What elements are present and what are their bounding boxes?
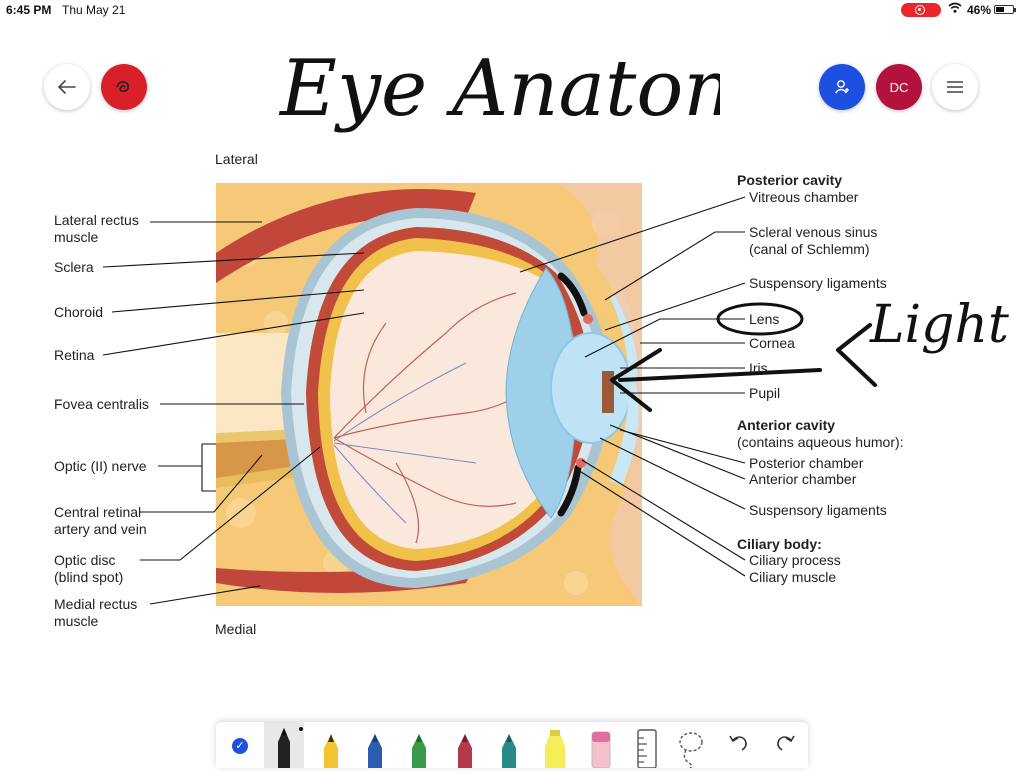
lasso-icon [679, 732, 703, 769]
user-avatar-button[interactable]: DC [876, 64, 922, 110]
pen-blue-icon [368, 734, 382, 768]
page-title-text: Eye Anatomy [278, 44, 720, 134]
label-suspensory-ligaments-upper: Suspensory ligaments [749, 275, 887, 291]
label-vitreous-chamber: Vitreous chamber [749, 189, 859, 205]
pen-red-tool[interactable] [450, 722, 480, 768]
checkmark-icon[interactable]: ✓ [232, 738, 248, 754]
label-ciliary-body: Ciliary body: [737, 536, 822, 552]
redo-icon [777, 735, 795, 751]
label-lateral-rectus: Lateral rectus muscle [54, 212, 139, 245]
label-suspensory-ligaments-lower: Suspensory ligaments [749, 502, 887, 518]
label-anterior-cavity: Anterior cavity [737, 417, 836, 433]
highlighter-yellow-tool[interactable] [540, 722, 570, 768]
label-central-retinal-vessels: Central retinal artery and vein [54, 504, 147, 537]
arrow-left-icon [58, 80, 76, 94]
add-user-icon [834, 80, 849, 94]
label-posterior-cavity: Posterior cavity [737, 172, 843, 188]
lens-circle-annotation [716, 302, 804, 336]
pen-blue-tool[interactable] [360, 722, 390, 768]
lasso-tool[interactable] [676, 722, 706, 769]
orientation-medial: Medial [215, 621, 257, 637]
menu-button[interactable] [932, 64, 978, 110]
label-ciliary-muscle: Ciliary muscle [749, 569, 837, 585]
back-button[interactable] [44, 64, 90, 110]
label-medial-rectus: Medial rectus muscle [54, 596, 138, 629]
label-retina: Retina [54, 347, 95, 363]
page-title: Eye Anatomy [278, 44, 720, 134]
status-bar: 6:45 PM Thu May 21 46% [0, 0, 1024, 20]
undo-button[interactable] [724, 722, 754, 768]
pen-black-icon [278, 727, 303, 768]
pencil-yellow-icon [324, 734, 338, 768]
label-posterior-chamber: Posterior chamber [749, 455, 864, 471]
status-time: 6:45 PM [6, 3, 52, 17]
ruler-icon [637, 729, 657, 769]
pen-teal-icon [502, 734, 516, 768]
pen-green-icon [412, 734, 426, 768]
pen-red-icon [458, 734, 472, 768]
pencil-yellow-tool[interactable] [316, 722, 346, 768]
label-lens: Lens [749, 311, 780, 327]
label-optic-disc: Optic disc (blind spot) [54, 552, 124, 585]
eraser-pink-icon [591, 731, 611, 769]
label-anterior-chamber: Anterior chamber [749, 471, 857, 487]
eye-diagram-illustration [216, 183, 642, 606]
label-ciliary-process: Ciliary process [749, 552, 841, 568]
light-annotation: Light [869, 295, 1009, 355]
screen-record-icon[interactable] [901, 3, 941, 17]
handwritten-arrow-annotation [610, 323, 877, 412]
pen-green-tool[interactable] [404, 722, 434, 768]
pen-teal-tool[interactable] [494, 722, 524, 768]
ruler-tool[interactable] [632, 722, 662, 769]
label-anterior-cavity-note: (contains aqueous humor): [737, 434, 904, 450]
label-iris: Iris [749, 360, 768, 376]
label-pupil: Pupil [749, 385, 781, 401]
undo-icon [729, 735, 747, 751]
hamburger-icon [947, 81, 963, 93]
record-button[interactable] [101, 64, 147, 110]
record-icon [116, 81, 129, 92]
wifi-icon [948, 2, 962, 17]
label-fovea-centralis: Fovea centralis [54, 396, 149, 412]
label-cornea: Cornea [749, 335, 795, 351]
pen-black-tool[interactable] [264, 722, 304, 768]
label-scleral-venous-sinus: Scleral venous sinus (canal of Schlemm) [749, 224, 878, 257]
label-optic-nerve: Optic (II) nerve [54, 458, 147, 474]
eraser-pink-tool[interactable] [586, 722, 616, 769]
orientation-lateral: Lateral [215, 151, 258, 167]
status-date: Thu May 21 [62, 3, 126, 17]
battery-percent: 46% [967, 3, 992, 17]
redo-button[interactable] [770, 722, 800, 768]
drawing-toolbar: ✓ [216, 722, 808, 769]
label-sclera: Sclera [54, 259, 94, 275]
label-choroid: Choroid [54, 304, 104, 320]
highlighter-yellow-icon [545, 730, 565, 768]
light-annotation-text: Light [869, 295, 1009, 355]
invite-user-button[interactable] [819, 64, 865, 110]
battery-icon [994, 5, 1016, 14]
